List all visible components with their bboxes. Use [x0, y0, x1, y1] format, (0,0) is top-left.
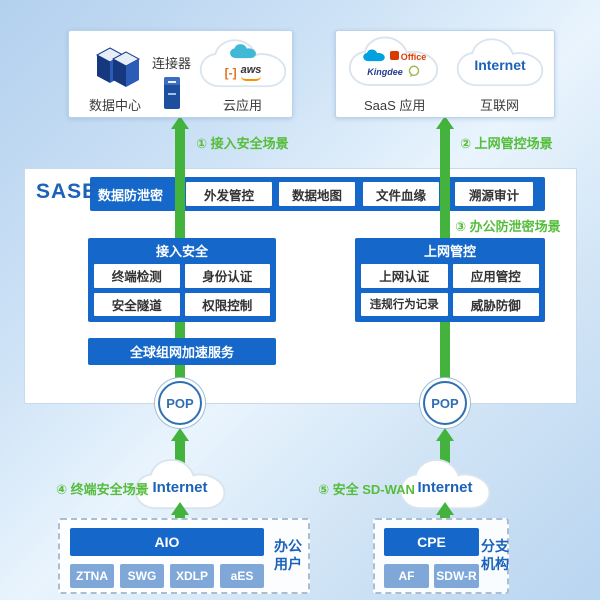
up-arrow-left-bottom [171, 502, 189, 515]
up-arrow-right-bottom [436, 502, 454, 515]
up-arrow-right-top [436, 116, 454, 129]
net-control-box: 上网管控 上网认证 应用管控 违规行为记录 威胁防御 [355, 238, 545, 322]
scenario-4-label: ④ 终端安全场景 [56, 482, 149, 497]
teal-cloud-icon [230, 44, 256, 59]
access-cell: 终端检测 [94, 264, 180, 288]
scenario-3-label: ③ 办公防泄密场景 [455, 219, 561, 234]
dlp-item: 文件血缘 [363, 182, 439, 206]
up-arrow-left-top [171, 116, 189, 129]
cloud-apps-cloud-icon: [-] aws [197, 35, 289, 97]
connector-device-icon [164, 77, 180, 109]
dlp-item: 溯源审计 [455, 182, 533, 206]
saas-label: SaaS 应用 [364, 98, 426, 113]
aio-cell: ZTNA [70, 564, 114, 588]
flow-line-left-bottom [175, 512, 185, 520]
net-cell: 上网认证 [361, 264, 448, 288]
internet-right-text: Internet [417, 479, 473, 496]
dlp-label: 数据防泄密 [98, 187, 164, 203]
cloudstack-bracket-icon: [-] [224, 66, 237, 80]
access-security-box: 接入安全 终端检测 身份认证 安全隧道 权限控制 [88, 238, 276, 322]
internet-cloud-right: Internet [395, 458, 495, 516]
access-cell: 权限控制 [184, 292, 270, 316]
access-cell: 身份认证 [184, 264, 270, 288]
chat-bubble-icon [408, 65, 419, 78]
up-arrow-left-mid [171, 428, 189, 441]
cpe-bar: CPE [384, 528, 479, 556]
dlp-item: 数据地图 [279, 182, 355, 206]
datacenter-label: 数据中心 [89, 98, 142, 113]
aio-cell: aES [220, 564, 264, 588]
access-security-title: 接入安全 [155, 243, 208, 259]
aio-cell: SWG [120, 564, 164, 588]
scenario-5-label: ⑤ 安全 SD-WAN [318, 482, 415, 497]
aio-cell: XDLP [170, 564, 214, 588]
sase-title: SASE [36, 180, 98, 203]
flow-line-right-bottom [440, 512, 450, 520]
accel-bar: 全球组网加速服务 [88, 338, 276, 365]
branch-box: CPE AF SDW-R 分支 机构 [373, 518, 509, 594]
internet-top-cloud-icon: Internet [454, 37, 546, 93]
connector-label: 连接器 [152, 56, 192, 71]
dlp-bar: 数据防泄密 外发管控 数据地图 文件血缘 溯源审计 [90, 177, 545, 211]
net-cell: 违规行为记录 [361, 292, 448, 316]
internet-top-text: Internet [474, 57, 526, 73]
net-cell: 威胁防御 [452, 292, 539, 316]
server-stack-icon [95, 47, 141, 87]
pop-node-right: POP [423, 381, 467, 425]
dlp-item: 外发管控 [186, 182, 272, 206]
internet-cn-label: 互联网 [480, 98, 520, 113]
pop-node-left: POP [158, 381, 202, 425]
internet-left-text: Internet [152, 479, 208, 496]
aio-bar: AIO [70, 528, 264, 556]
office-users-box: AIO ZTNA SWG XDLP aES 办公 用户 [58, 518, 310, 594]
branch-label: 分支 机构 [481, 538, 509, 572]
flow-line-right-mid [440, 440, 450, 476]
cpe-cell: SDW-R [434, 564, 479, 588]
scenario-1-label: ① 接入安全场景 [196, 136, 289, 151]
scenario-2-label: ② 上网管控场景 [460, 136, 553, 151]
kingdee-logo: Kingdee [367, 66, 403, 77]
office-users-label: 办公 用户 [274, 538, 302, 572]
datacenter-panel: 数据中心 连接器 [-] aws 云应用 [68, 30, 293, 118]
net-cell: 应用管控 [452, 264, 539, 288]
office-logo: Office [389, 47, 426, 65]
internet-cloud-left: Internet [130, 458, 230, 516]
aws-logo: aws [241, 65, 262, 81]
saas-internet-panel: Office Kingdee SaaS 应用 Internet 互联网 [335, 30, 555, 118]
net-control-title: 上网管控 [423, 243, 476, 259]
cloud-apps-label: 云应用 [223, 98, 263, 113]
flow-line-left-mid [175, 440, 185, 476]
salesforce-cloud-logo [363, 49, 385, 62]
cpe-cell: AF [384, 564, 429, 588]
access-cell: 安全隧道 [94, 292, 180, 316]
up-arrow-right-mid [436, 428, 454, 441]
saas-cloud-icon: Office Kingdee [346, 35, 441, 93]
